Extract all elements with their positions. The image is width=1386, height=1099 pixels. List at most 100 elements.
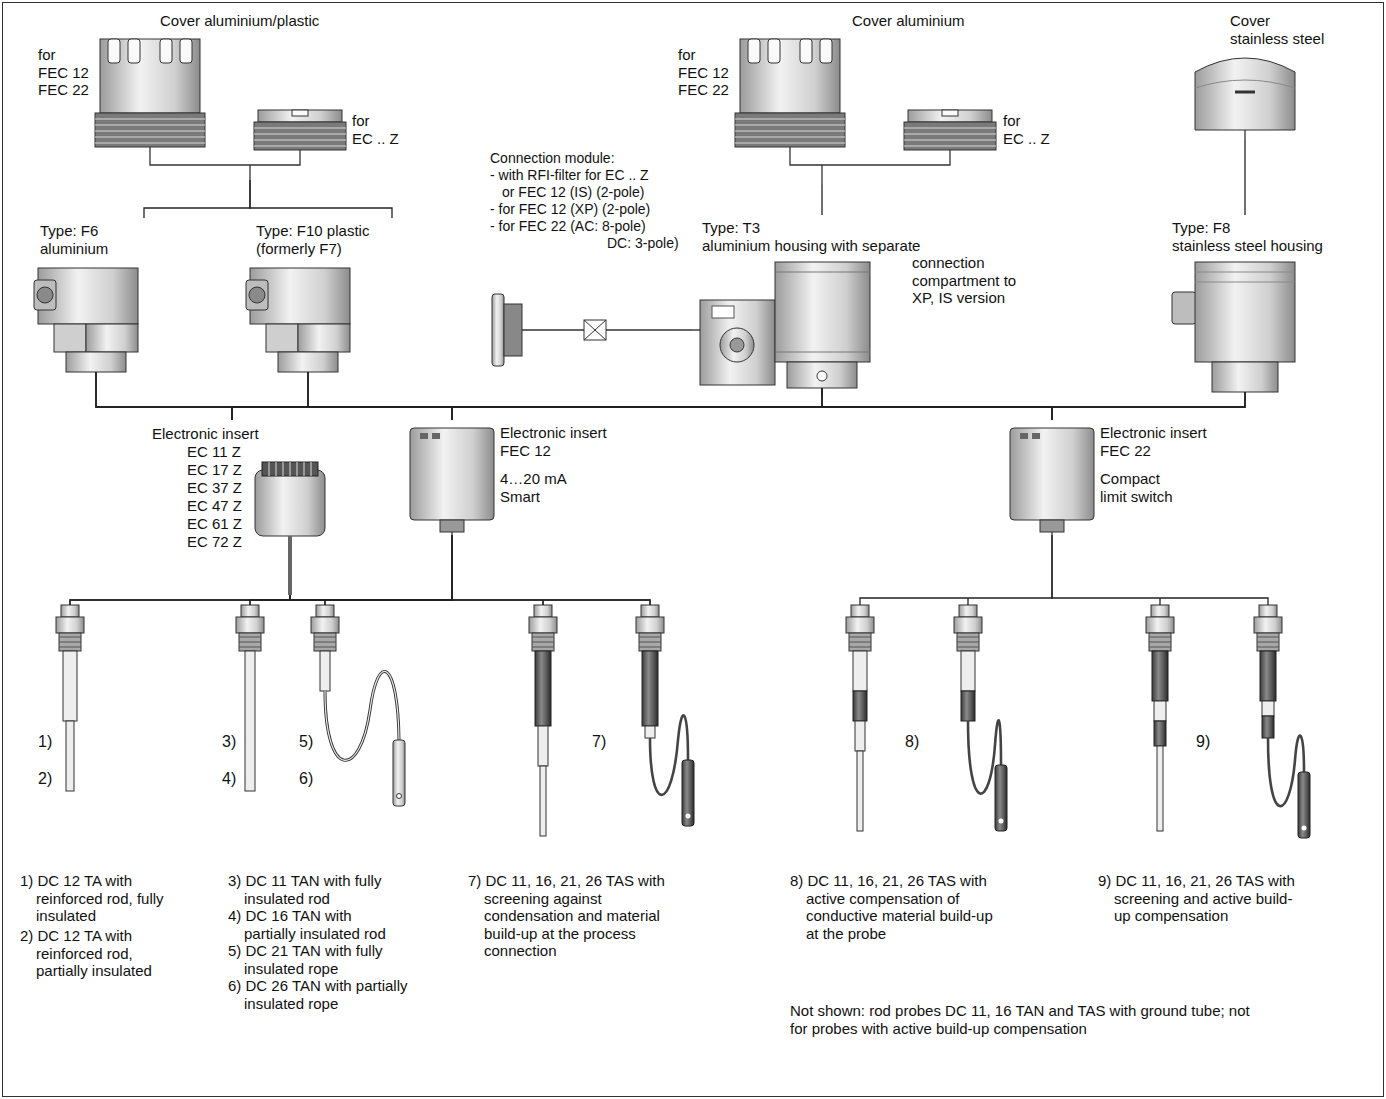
probe-group: 8) [840, 605, 1020, 835]
insert-illustration [432, 433, 440, 439]
housing-illustration [817, 371, 827, 381]
component-label: or FEC 12 (IS) (2-pole) [502, 184, 644, 200]
connector-line [308, 372, 1052, 420]
component-label: for [678, 46, 696, 64]
probe-illustration [857, 751, 863, 831]
frame-border [3, 3, 1384, 1097]
probe-illustration [529, 605, 557, 651]
note-text: Not shown: rod probes DC 11, 16 TAN and … [790, 1002, 1265, 1037]
probe-illustration [1254, 605, 1282, 651]
probe-illustration [961, 651, 975, 691]
insert-illustration [1051, 532, 1052, 535]
connector-line [452, 388, 822, 420]
connector-line [250, 535, 452, 605]
connector-line [96, 372, 1052, 420]
electronic-insert: Electronic insert FEC 124…20 mA Smart [405, 420, 635, 535]
probe-illustration [853, 691, 867, 721]
cover-illustration [150, 147, 300, 180]
probe-illustration [846, 605, 874, 651]
connection-module-illustration [504, 304, 522, 356]
electronic-insert: Electronic insert FEC 22Compact limit sw… [1005, 420, 1235, 535]
component-label: stainless steel housing [1172, 237, 1323, 255]
probe-illustration [1260, 651, 1276, 701]
component-label: Type: F10 plastic (formerly F7) [256, 222, 406, 257]
component-label: connection compartment to XP, IS version [912, 254, 1030, 307]
component-label: FEC 12 [678, 64, 729, 82]
component-label: FEC 12 [38, 64, 89, 82]
component-label: Connection module: [490, 150, 615, 166]
component-label: Type: F6 aluminium [40, 222, 120, 257]
cover-illustration [790, 147, 950, 185]
probe-illustration [245, 651, 255, 791]
cover-illustration [1244, 130, 1245, 140]
component-label: Electronic insert [152, 425, 259, 443]
probe-description: 8) DC 11, 16, 21, 26 TAS with active com… [790, 872, 1005, 942]
connection-module-illustration [492, 294, 692, 366]
housing-group: Type: F6 aluminium [30, 218, 180, 372]
probe-illustration [540, 766, 546, 836]
probe-description: 3) DC 11 TAN with fully insulated rod [228, 872, 386, 907]
probe-illustration [1154, 701, 1166, 721]
connector-line [70, 535, 452, 605]
component-label: Cover [1230, 12, 1270, 30]
probe-illustration [1157, 746, 1163, 831]
connection-module-illustration [522, 329, 692, 330]
probe-illustration [325, 671, 399, 760]
connector-line [232, 372, 308, 420]
electronic-insert: Electronic insertEC 11 ZEC 17 ZEC 37 ZEC… [150, 420, 335, 595]
housing-illustration [775, 262, 870, 362]
component-label: Electronic insert FEC 22 [1100, 424, 1230, 459]
probe-illustration [961, 691, 975, 721]
cover-illustration [95, 39, 1295, 185]
component-label: EC 72 Z [187, 533, 242, 551]
cover-illustration [1235, 91, 1255, 94]
insert-illustration [1040, 520, 1064, 532]
connector-line [290, 595, 650, 605]
cover-group: Coverstainless steel [1180, 8, 1370, 140]
insert-illustration [255, 470, 325, 536]
probe-illustration [56, 605, 84, 651]
callout-number: 4) [222, 770, 236, 789]
probe-illustration [393, 740, 405, 806]
component-label: Type: T3 [702, 219, 760, 237]
insert-illustration [1032, 433, 1040, 439]
connector-line [1244, 140, 1245, 215]
component-label: stainless steel [1230, 30, 1324, 48]
housing-group: Type: T3aluminium housing with separatec… [700, 215, 1035, 388]
probe-illustration [311, 605, 339, 651]
probe-illustration [1298, 772, 1310, 838]
component-label: for [1003, 112, 1021, 130]
component-label: for [352, 112, 370, 130]
component-label: aluminium housing with separate [702, 237, 920, 255]
component-label: - for FEC 12 (XP) (2-pole) [490, 201, 650, 217]
insert-illustration [1020, 433, 1028, 439]
component-label: FEC 22 [678, 81, 729, 99]
probe-illustration [56, 605, 1310, 838]
insert-illustration [451, 532, 452, 535]
connector-line [821, 185, 822, 215]
connector-line [290, 595, 325, 605]
callout-number: 5) [299, 733, 313, 752]
insert-illustration [420, 433, 428, 439]
connector-line [452, 392, 1245, 420]
cover-illustration [254, 110, 346, 150]
connector-line [452, 535, 650, 605]
housing-illustration [821, 388, 822, 395]
probe-description: 2) DC 12 TA with reinforced rod, partial… [20, 927, 170, 980]
connector-line [96, 372, 232, 420]
housing-illustration [1212, 362, 1278, 392]
connector-line [860, 535, 1052, 605]
component-label: DC: 3-pole) [607, 235, 679, 251]
cover-illustration [1195, 80, 1295, 88]
probe-illustration [954, 605, 982, 651]
component-label: Cover aluminium [852, 12, 965, 30]
callout-number: 6) [299, 770, 313, 789]
component-label: EC .. Z [352, 130, 399, 148]
probe-illustration [642, 651, 658, 726]
component-label: - with RFI-filter for EC .. Z [490, 167, 649, 183]
component-label: Cover aluminium/plastic [160, 12, 319, 30]
probe-illustration [320, 651, 330, 691]
probe-description: 4) DC 16 TAN with partially insulated ro… [228, 907, 404, 942]
